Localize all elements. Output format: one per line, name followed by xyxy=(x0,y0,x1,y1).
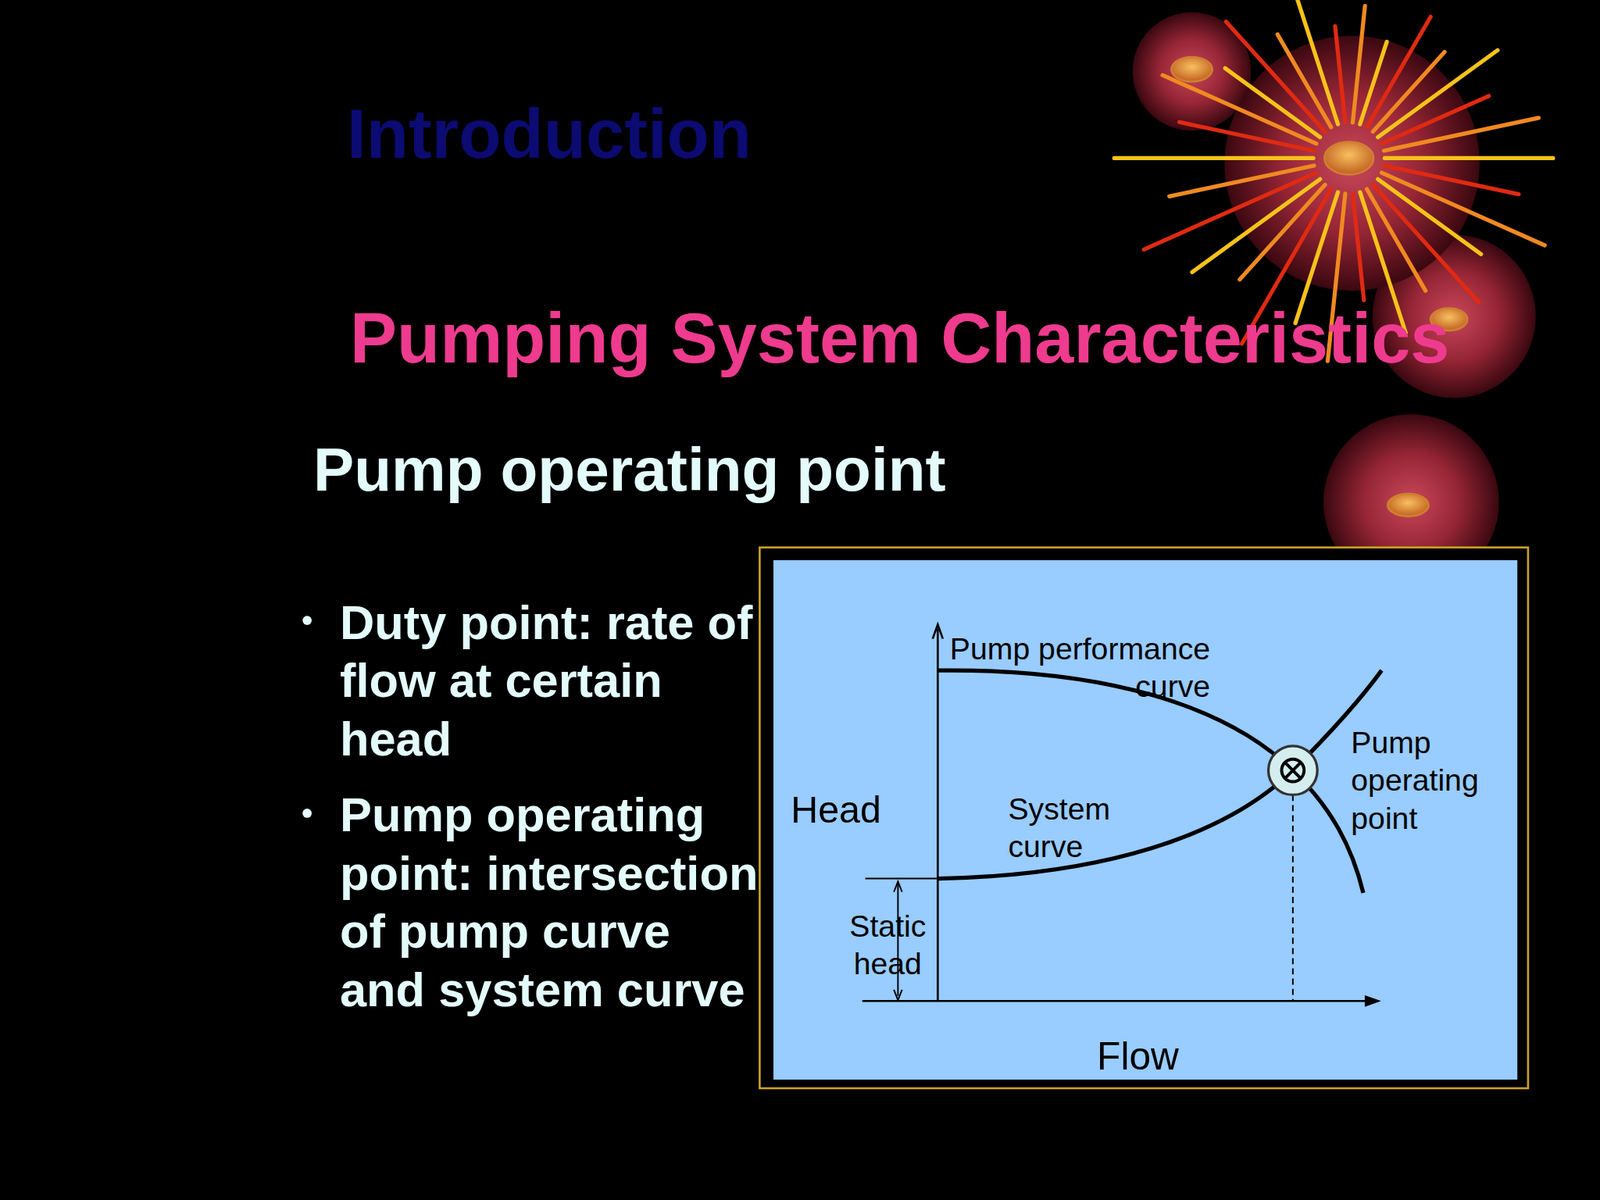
ray xyxy=(1179,121,1315,151)
ray xyxy=(1381,96,1489,144)
head-axis xyxy=(936,628,940,1002)
ray xyxy=(1378,50,1498,137)
dimension-label: Static head xyxy=(836,907,940,983)
flow-axis xyxy=(862,1000,1376,1003)
ray xyxy=(1295,0,1338,125)
dimension-arrowhead xyxy=(893,989,902,1000)
operating-point-cross xyxy=(1285,763,1300,778)
curve-label: Pump performance curve xyxy=(940,629,1211,706)
ray xyxy=(1384,156,1554,161)
bullet-text: Duty point: rate of flow at certain head xyxy=(339,592,769,768)
axis-label: Flow xyxy=(1096,1036,1179,1076)
ray xyxy=(1352,193,1364,300)
ray xyxy=(1114,156,1314,161)
ray xyxy=(1383,165,1518,195)
operating-point-symbol xyxy=(1281,759,1304,783)
ray xyxy=(1335,26,1346,123)
bullet-text: Pump operating point: intersection of pu… xyxy=(339,785,769,1019)
ray xyxy=(1352,6,1365,123)
ray xyxy=(1378,178,1482,254)
system-curve xyxy=(937,670,1382,879)
ray xyxy=(1383,117,1539,151)
panel-frame xyxy=(759,547,1529,1089)
slide-subheading: Pump operating point xyxy=(313,439,947,501)
ray xyxy=(1162,75,1317,144)
decor-core xyxy=(1387,493,1429,517)
curve-label: System curve xyxy=(1007,789,1121,866)
ray xyxy=(1367,16,1432,127)
static-head-dimension xyxy=(896,883,899,997)
ray xyxy=(1169,165,1315,197)
axis-arrowhead xyxy=(932,624,943,639)
axis-label: Head xyxy=(790,790,882,829)
operating-point-cross xyxy=(1285,763,1300,778)
dimension-arrowhead xyxy=(893,881,902,892)
chart-panel: Pump performance curvePump operating poi… xyxy=(773,560,1518,1080)
pump-performance-curve xyxy=(937,670,1364,893)
slide-title: Introduction xyxy=(346,99,752,169)
decor-core xyxy=(1171,57,1212,82)
axis-arrowhead xyxy=(1365,996,1380,1007)
flow-dropline xyxy=(1292,794,1294,1001)
bullet-dot xyxy=(302,615,312,625)
ray xyxy=(1225,67,1321,137)
slide-heading: Pumping System Characteristics xyxy=(350,303,1450,374)
bullet-dot xyxy=(302,808,312,818)
operating-point-marker xyxy=(1268,746,1318,796)
decor-core xyxy=(1324,142,1374,175)
ray xyxy=(1192,178,1321,272)
ray xyxy=(1381,172,1545,246)
static-head-tick xyxy=(865,878,937,880)
decor-sphere xyxy=(1224,35,1480,292)
point-label: Pump operating point xyxy=(1350,723,1494,837)
